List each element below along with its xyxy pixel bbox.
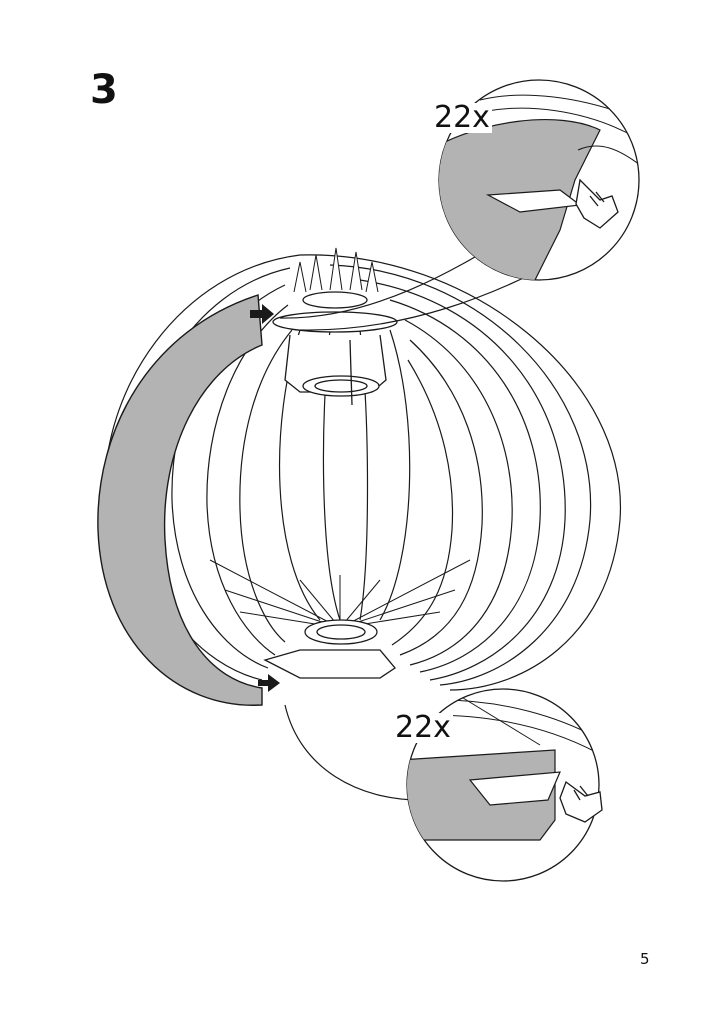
hand-press-icon (559, 780, 603, 823)
right-slats (299, 254, 621, 691)
step-number: 3 (90, 67, 118, 113)
quantity-label-bottom: 22x (393, 710, 453, 745)
bottom-ribs (209, 559, 471, 629)
arrow-right-icon (250, 304, 274, 324)
arrow-right-icon (258, 674, 280, 692)
page-number: 5 (640, 950, 650, 968)
highlighted-panel (97, 294, 263, 706)
detail-top (438, 79, 640, 281)
hand-press-icon (575, 178, 619, 229)
quantity-label-top: 22x (432, 100, 492, 135)
detail-bottom (406, 688, 603, 882)
